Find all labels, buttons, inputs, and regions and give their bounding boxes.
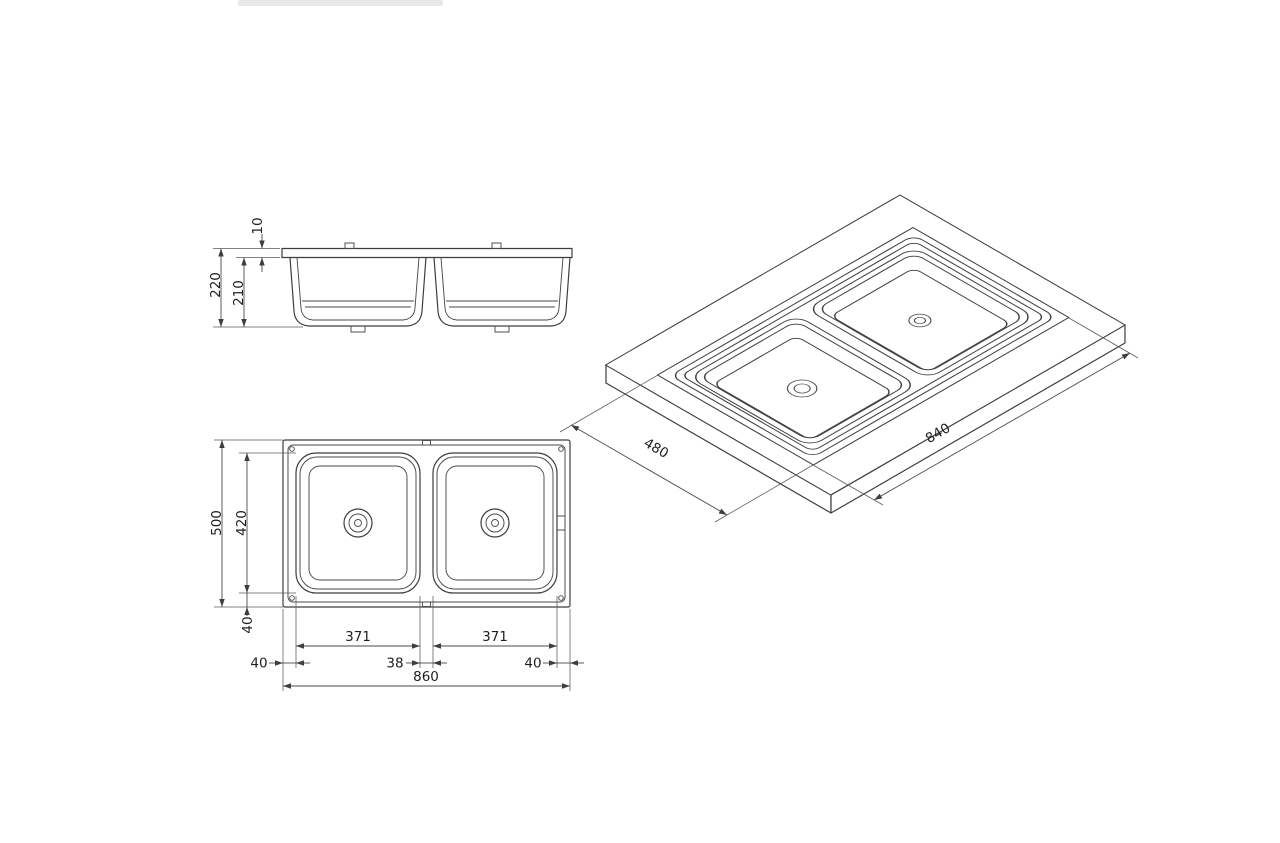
dim-line-cutout-width bbox=[570, 424, 728, 516]
isometric-countertop-top bbox=[604, 194, 1126, 496]
left-bowl-inner-wall bbox=[296, 257, 420, 321]
left-drain-stub bbox=[350, 325, 366, 333]
cropped-watermark-artifact bbox=[238, 0, 443, 6]
isometric-view: 480 840 bbox=[559, 194, 1139, 523]
right-bowl-inner-wall bbox=[440, 257, 564, 321]
rear-bowl-drain bbox=[908, 313, 932, 328]
dim-label-371-right: 371 bbox=[482, 629, 508, 645]
dim-line-cutout-length bbox=[873, 352, 1131, 501]
right-drain bbox=[480, 508, 510, 538]
dim-label-480: 480 bbox=[641, 435, 671, 462]
dim-label-371-left: 371 bbox=[345, 629, 371, 645]
dim-label-40-front: 40 bbox=[240, 616, 256, 633]
dim-label-40-left: 40 bbox=[250, 656, 267, 672]
plan-dimensions: 500 420 40 371 371 40 38 bbox=[209, 439, 584, 691]
dim-label-40-right: 40 bbox=[524, 656, 541, 672]
corner-fixing bbox=[558, 595, 564, 601]
corner-fixing bbox=[289, 595, 295, 601]
front-bowl-drain bbox=[786, 379, 818, 398]
dim-label-38: 38 bbox=[386, 656, 403, 672]
front-elevation-dimensions: 10 220 210 bbox=[208, 217, 303, 328]
right-bowl-outer-wall bbox=[433, 256, 571, 327]
corner-fixing bbox=[289, 446, 295, 452]
dim-label-210: 210 bbox=[231, 280, 247, 306]
plan-sink-outline bbox=[282, 439, 571, 608]
right-drain-stub bbox=[494, 325, 510, 333]
front-elevation-sink bbox=[281, 242, 573, 333]
corner-fixing bbox=[558, 446, 564, 452]
dim-label-860: 860 bbox=[413, 669, 439, 685]
dim-label-220: 220 bbox=[208, 272, 224, 298]
mounting-clip bbox=[344, 242, 355, 249]
dim-label-10: 10 bbox=[250, 217, 266, 234]
bottom-edge-clip bbox=[422, 601, 431, 607]
left-drain bbox=[343, 508, 373, 538]
front-elevation-view: 10 220 210 bbox=[208, 217, 573, 333]
plan-rim-inner-edge bbox=[287, 444, 566, 603]
dim-label-500: 500 bbox=[209, 510, 225, 536]
plan-view: 500 420 40 371 371 40 38 bbox=[209, 439, 584, 691]
plan-outer-edge bbox=[282, 439, 571, 608]
top-edge-clip bbox=[422, 440, 431, 446]
plan-right-bowl bbox=[432, 452, 558, 594]
dim-label-420: 420 bbox=[234, 510, 250, 536]
left-bowl-outer-wall bbox=[289, 256, 427, 327]
right-edge-tab bbox=[556, 515, 566, 531]
plan-left-bowl bbox=[295, 452, 421, 594]
isometric-sink bbox=[674, 237, 1052, 455]
mounting-clip bbox=[491, 242, 502, 249]
